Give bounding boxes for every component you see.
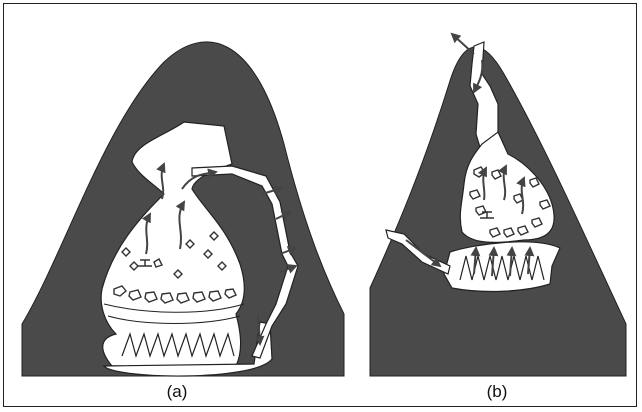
- panel-a: [22, 42, 344, 376]
- figure-frame: (a) (b): [3, 3, 637, 407]
- panel-b: [370, 34, 626, 376]
- caption-panel-b: (b): [467, 382, 527, 402]
- panel-b-gallery: [444, 242, 560, 292]
- diagram-canvas: [4, 4, 638, 408]
- caption-panel-a: (a): [147, 382, 207, 402]
